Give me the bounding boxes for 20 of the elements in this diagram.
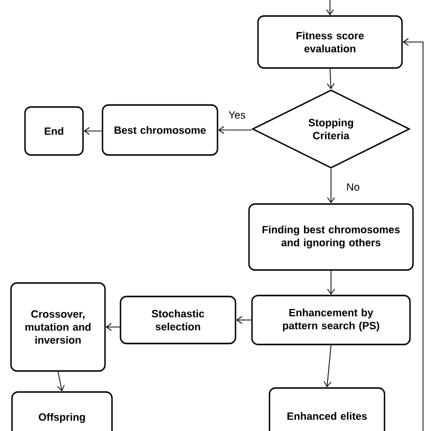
process-box: Offspring	[11, 391, 113, 431]
arrow	[324, 344, 332, 388]
process-box: Enhancement by pattern search (PS)	[251, 294, 411, 346]
arrow	[327, 168, 335, 204]
process-box: Stochastic selection	[120, 296, 236, 344]
process-box: End	[24, 106, 84, 156]
process-box: Crossover, mutation and inversion	[10, 282, 106, 372]
arrow	[218, 126, 252, 134]
arrow	[236, 316, 252, 324]
process-box: Fitness score evaluation	[257, 15, 403, 69]
process-box: Finding best chromosomes and ignoring others	[248, 203, 414, 271]
arrow	[106, 323, 120, 331]
arrow	[84, 127, 102, 135]
process-box: Enhanced elites	[268, 387, 386, 431]
arrow	[57, 371, 65, 392]
arrow	[326, 68, 335, 90]
arrow	[326, 0, 334, 16]
process-box: Best chromosome	[102, 104, 218, 156]
arrow	[327, 270, 335, 295]
arrow	[402, 38, 424, 431]
